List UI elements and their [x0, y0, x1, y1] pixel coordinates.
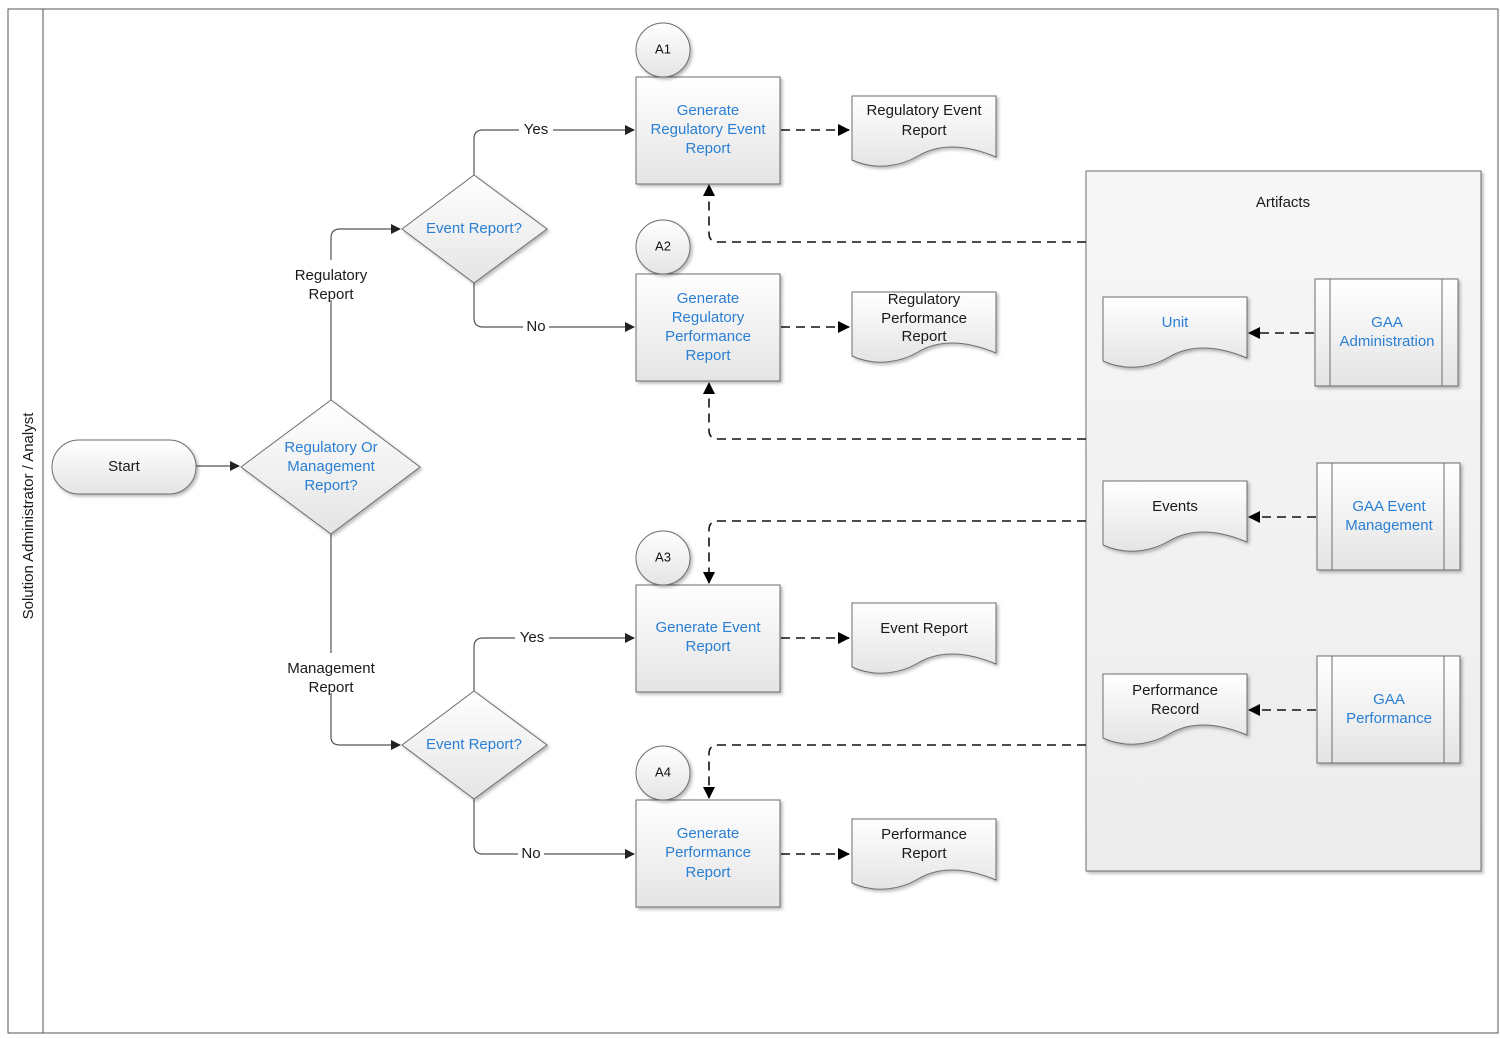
- dashed-edge-artifacts-to-a1: [703, 184, 1086, 243]
- edge-label-management: Report: [308, 679, 354, 696]
- step-a2-line-2[interactable]: Regulatory: [672, 309, 745, 326]
- edge-label-regulatory: Regulatory: [295, 267, 368, 284]
- subprocess-gaa-performance[interactable]: [1316, 655, 1461, 764]
- subprocess-admin-line-2[interactable]: Administration: [1339, 333, 1434, 350]
- output-2-line-2: Performance: [881, 310, 967, 327]
- edge-label-no-bottom: No: [521, 845, 540, 862]
- decision-regulatory-or-management[interactable]: [240, 399, 421, 535]
- subprocess-event-line-1[interactable]: GAA Event: [1352, 498, 1426, 515]
- output-document-regulatory-event-report[interactable]: [851, 95, 997, 167]
- process-step-a1[interactable]: [635, 76, 781, 185]
- output-1-line-2: Report: [901, 122, 947, 139]
- output-document-performance-report[interactable]: [851, 818, 997, 890]
- edge-label-no-top: No: [526, 318, 545, 335]
- step-id-circle-a4: [635, 745, 691, 801]
- decision-bottom-label[interactable]: Event Report?: [426, 736, 522, 753]
- output-2-line-3: Report: [901, 328, 947, 345]
- artifact-document-unit[interactable]: [1102, 296, 1248, 368]
- swimlane-frame: [7, 8, 1499, 1034]
- artifact-record-line-2: Record: [1151, 701, 1199, 718]
- output-3-line-1: Event Report: [880, 620, 968, 637]
- dashed-edge-artifacts-to-a2: [703, 382, 1086, 440]
- subprocess-gaa-administration[interactable]: [1314, 278, 1459, 387]
- dashed-edge-artifacts-to-a3: [703, 520, 1086, 584]
- output-1-line-1: Regulatory Event: [866, 102, 982, 119]
- process-step-a3[interactable]: [635, 584, 781, 693]
- step-a1-line-2[interactable]: Regulatory Event: [650, 121, 766, 138]
- step-a4-line-3[interactable]: Report: [685, 864, 731, 881]
- edge-label-regulatory: Report: [308, 286, 354, 303]
- artifact-record-line-1: Performance: [1132, 682, 1218, 699]
- start-label: Start: [108, 458, 141, 475]
- edge-label-management: Management: [287, 660, 375, 677]
- edge-labels: Regulatory Report Management Report Yes …: [281, 121, 553, 863]
- edge-bottom-yes: [473, 633, 635, 691]
- step-a2-line-1[interactable]: Generate: [677, 290, 740, 307]
- step-a3-line-2[interactable]: Report: [685, 638, 731, 655]
- edge-main-to-bottom-decision: [330, 534, 401, 750]
- edge-main-to-top-decision: [330, 224, 401, 400]
- edge-label-yes-top: Yes: [524, 121, 548, 138]
- artifact-document-performance-record[interactable]: [1102, 673, 1248, 745]
- step-id-circle-a3: [635, 530, 691, 586]
- start-terminator[interactable]: [51, 439, 197, 495]
- solid-edges: [196, 125, 635, 859]
- step-id-circle-a2: [635, 219, 691, 275]
- edge-top-yes: [473, 125, 635, 175]
- output-4-line-2: Report: [901, 845, 947, 862]
- step-id-a1: A1: [655, 41, 671, 56]
- process-step-a4[interactable]: [635, 799, 781, 908]
- subprocess-perf-line-1[interactable]: GAA: [1373, 691, 1405, 708]
- output-4-line-1: Performance: [881, 826, 967, 843]
- step-id-a4: A4: [655, 764, 671, 779]
- output-document-regulatory-performance-report[interactable]: [851, 291, 997, 363]
- swimlane-label: Solution Administrator / Analyst: [20, 412, 37, 620]
- subprocess-perf-line-2[interactable]: Performance: [1346, 710, 1432, 727]
- artifact-unit-label[interactable]: Unit: [1162, 314, 1190, 331]
- subprocess-event-line-2[interactable]: Management: [1345, 517, 1433, 534]
- edge-label-yes-bottom: Yes: [520, 629, 544, 646]
- edge-bottom-no: [473, 799, 635, 859]
- dashed-edge-artifacts-to-a4: [703, 744, 1086, 799]
- step-a1-line-1[interactable]: Generate: [677, 102, 740, 119]
- process-step-a2[interactable]: [635, 273, 781, 382]
- decision-top-label[interactable]: Event Report?: [426, 220, 522, 237]
- decision-main-line-2[interactable]: Management: [287, 458, 375, 475]
- subprocess-admin-line-1[interactable]: GAA: [1371, 314, 1403, 331]
- subprocess-gaa-event-management[interactable]: [1316, 462, 1461, 571]
- step-a1-line-3[interactable]: Report: [685, 140, 731, 157]
- step-a4-line-2[interactable]: Performance: [665, 844, 751, 861]
- step-id-circle-a1: [635, 22, 691, 78]
- step-a2-line-4[interactable]: Report: [685, 347, 731, 364]
- decision-event-report-top[interactable]: [401, 174, 548, 284]
- step-a3-line-1[interactable]: Generate Event: [655, 619, 761, 636]
- step-id-a3: A3: [655, 549, 671, 564]
- decision-event-report-bottom[interactable]: [401, 690, 548, 800]
- step-a4-line-1[interactable]: Generate: [677, 825, 740, 842]
- artifact-document-events[interactable]: [1102, 480, 1248, 552]
- step-id-a2: A2: [655, 238, 671, 253]
- output-2-line-1: Regulatory: [888, 291, 961, 308]
- dashed-edges: [703, 124, 1316, 860]
- artifacts-title: Artifacts: [1256, 194, 1310, 211]
- decision-main-line-1[interactable]: Regulatory Or: [284, 439, 377, 456]
- output-document-event-report[interactable]: [851, 602, 997, 674]
- artifact-events-label: Events: [1152, 498, 1198, 515]
- edge-top-no: [473, 283, 635, 332]
- step-a2-line-3[interactable]: Performance: [665, 328, 751, 345]
- decision-main-line-3[interactable]: Report?: [304, 477, 357, 494]
